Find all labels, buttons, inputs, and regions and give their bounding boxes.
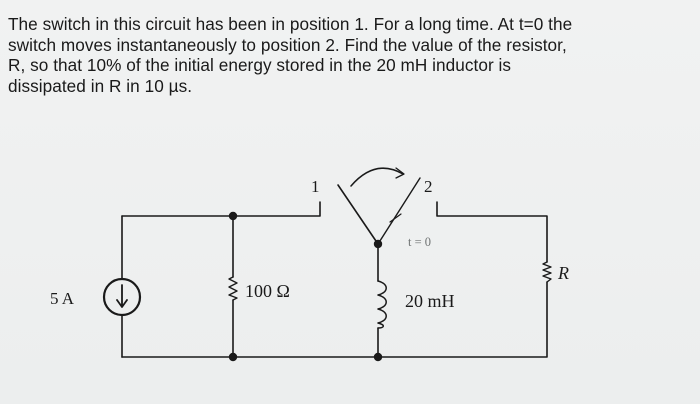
resistor-100-label: 100 Ω [245, 281, 290, 301]
inductor-label: 20 mH [405, 291, 455, 311]
node-bottom-100 [228, 352, 238, 362]
switch-position-1-label: 1 [311, 177, 320, 196]
resistor-r-label: R [557, 263, 569, 283]
node-switch-pivot [373, 239, 383, 249]
source-label: 5 A [50, 289, 75, 308]
switch-blade [337, 184, 379, 245]
current-source [102, 277, 142, 317]
problem-line-3: R, so that 10% of the initial energy sto… [8, 55, 512, 75]
wire-top-left [121, 201, 321, 217]
node-top-100 [228, 211, 238, 221]
switch-position-2-label: 2 [424, 177, 433, 196]
switch-position-2-path [377, 177, 421, 245]
wire-top-right [436, 201, 548, 263]
resistor-100-ohm [228, 276, 238, 301]
switch-arc-arrow-icon [395, 167, 405, 179]
problem-line-2: switch moves instantaneously to position… [8, 34, 567, 55]
problem-line-1: The switch in this circuit has been in p… [8, 14, 573, 34]
current-arrow-icon [116, 284, 128, 308]
switch-motion-arc [350, 167, 404, 187]
switch-marker [389, 213, 402, 223]
node-bottom-inductor [373, 352, 383, 362]
problem-line-4: dissipated in R in 10 µs. [8, 75, 193, 96]
inductor-coil [377, 280, 387, 329]
wire-bottom [121, 281, 548, 358]
problem-statement: The switch in this circuit has been in p… [8, 14, 692, 96]
switch-time-label: t = 0 [408, 235, 431, 249]
resistor-r [542, 261, 552, 283]
